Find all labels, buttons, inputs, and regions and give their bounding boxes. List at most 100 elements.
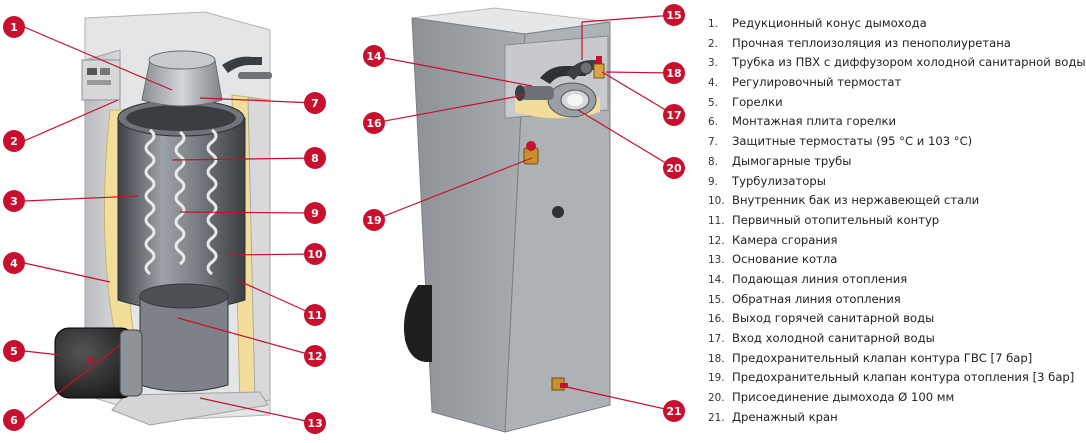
legend-number: 19. [708, 372, 725, 385]
legend-item: 14. Подающая линия отопления [708, 270, 1064, 290]
svg-text:4: 4 [10, 257, 18, 270]
callout-19: 19 [363, 209, 385, 231]
parts-legend: 1. Редукционный конус дымохода 2.Прочная … [708, 14, 1086, 427]
callout-14: 14 [363, 45, 385, 67]
callout-17: 17 [663, 104, 685, 126]
callout-7: 7 [304, 92, 326, 114]
legend-item: 19. Предохранительный клапан контура отоп… [708, 368, 1074, 388]
legend-number: 18. [708, 352, 725, 365]
callout-2: 2 [3, 130, 25, 152]
legend-text: Защитные термостаты (95 °С и 103 °С) [732, 134, 973, 149]
callout-21: 21 [663, 400, 685, 422]
callout-3: 3 [3, 190, 25, 212]
leader-lines [23, 14, 675, 424]
legend-item: 3.Трубка из ПВХ с диффузором холодной са… [708, 53, 1086, 73]
legend-item: 2.Прочная теплоизоляция из пенополиурета… [708, 34, 1064, 54]
legend-item: 7. Защитные термостаты (95 °С и 103 °С) [708, 132, 1064, 152]
callout-12: 12 [304, 345, 326, 367]
legend-number: 1. [708, 18, 718, 30]
callout-10: 10 [304, 243, 326, 265]
legend-text: Трубка из ПВХ с диффузором холодной сани… [732, 55, 1086, 70]
svg-text:8: 8 [311, 152, 319, 165]
callout-20: 20 [663, 157, 685, 179]
svg-text:13: 13 [307, 417, 322, 430]
legend-text: Предохранительный клапан контура отоплен… [732, 370, 1075, 385]
svg-text:15: 15 [666, 9, 681, 22]
svg-text:2: 2 [10, 135, 18, 148]
turbulators [144, 128, 218, 276]
legend-text: Монтажная плита горелки [732, 114, 897, 129]
legend-text: Присоединение дымохода Ø 100 мм [732, 390, 955, 405]
callout-5: 5 [3, 340, 25, 362]
callout-6: 6 [3, 409, 25, 431]
legend-item: 17. Вход холодной санитарной воды [708, 329, 1064, 349]
legend-number: 16. [708, 313, 725, 326]
legend-item: 9. Турбулизаторы [708, 172, 1064, 192]
legend-item: 4.Регулировочный термостат [708, 73, 1064, 93]
callout-8: 8 [304, 147, 326, 169]
burner [54, 327, 143, 399]
drain-tap [551, 377, 568, 391]
safety-valve-dhw [593, 56, 605, 79]
callout-16: 16 [363, 112, 385, 134]
legend-number: 7. [708, 136, 718, 149]
legend-text: Горелки [732, 94, 783, 109]
legend-item: 20.Присоединение дымохода Ø 100 мм [708, 388, 1064, 408]
boiler-base [111, 391, 269, 426]
legend-text: Редукционный конус дымохода [732, 16, 927, 30]
supply-return-pipes [540, 60, 600, 84]
steel-tank [117, 106, 246, 311]
flue-cone [141, 59, 223, 107]
legend-number: 11. [708, 214, 725, 227]
svg-text:6: 6 [10, 414, 18, 427]
legend-text: Камера сгорания [732, 232, 838, 247]
legend-item: 15.Обратная линия отопления [708, 290, 1064, 310]
legend-text: Дренажный кран [732, 409, 838, 424]
flue-connection [547, 82, 597, 118]
hot-water-outlet [515, 85, 554, 101]
svg-text:19: 19 [366, 214, 381, 227]
legend-number: 6. [708, 116, 718, 129]
svg-text:14: 14 [366, 50, 382, 63]
rear-view-boiler [403, 7, 611, 433]
legend-item: 10. Внутренник бак из нержавеющей стали [708, 191, 1064, 211]
legend-number: 17. [708, 333, 725, 345]
legend-text: Первичный отопительный контур [732, 212, 940, 227]
cutaway-boiler [54, 11, 272, 426]
legend-text: Дымогарные трубы [732, 153, 852, 168]
legend-text: Основание котла [732, 252, 838, 267]
legend-number: 21. [708, 411, 725, 424]
svg-text:11: 11 [307, 309, 322, 322]
svg-text:1: 1 [10, 21, 18, 34]
legend-number: 2. [708, 37, 718, 50]
legend-item: 12.Камера сгорания [708, 231, 1064, 251]
legend-number: 5. [708, 96, 718, 109]
legend-item: 8. Дымогарные трубы [708, 152, 1064, 172]
callout-badges: 1 2 3 4 5 6 7 8 9 10 11 12 13 14 15 16 1… [3, 4, 685, 434]
svg-text:7: 7 [311, 97, 319, 110]
legend-number: 13. [708, 254, 725, 267]
svg-text:9: 9 [311, 207, 319, 220]
legend-item: 13. Основание котла [708, 250, 1064, 270]
svg-text:17: 17 [666, 109, 681, 122]
legend-item: 16.Выход горячей санитарной воды [708, 309, 1064, 329]
legend-text: Вход холодной санитарной воды [732, 331, 935, 345]
legend-item: 11. Первичный отопительный контур [708, 211, 1064, 231]
legend-text: Обратная линия отопления [732, 291, 901, 306]
legend-number: 8. [708, 155, 718, 168]
legend-number: 14. [708, 273, 725, 286]
svg-text:18: 18 [666, 67, 681, 80]
callout-18: 18 [663, 62, 685, 84]
legend-item: 18. Предохранительный клапан контура ГВС … [708, 349, 1064, 369]
legend-text: Подающая линия отопления [732, 271, 908, 286]
legend-text: Турбулизаторы [732, 173, 826, 188]
legend-item: 1. Редукционный конус дымохода [708, 14, 1064, 34]
legend-number: 4. [708, 77, 718, 90]
legend-text: Предохранительный клапан контура ГВС [7 … [732, 350, 1033, 365]
svg-text:20: 20 [666, 162, 682, 175]
legend-text: Внутренник бак из нержавеющей стали [732, 193, 980, 208]
legend-number: 9. [708, 175, 718, 188]
callout-15: 15 [663, 4, 685, 26]
legend-number: 10. [708, 195, 725, 208]
